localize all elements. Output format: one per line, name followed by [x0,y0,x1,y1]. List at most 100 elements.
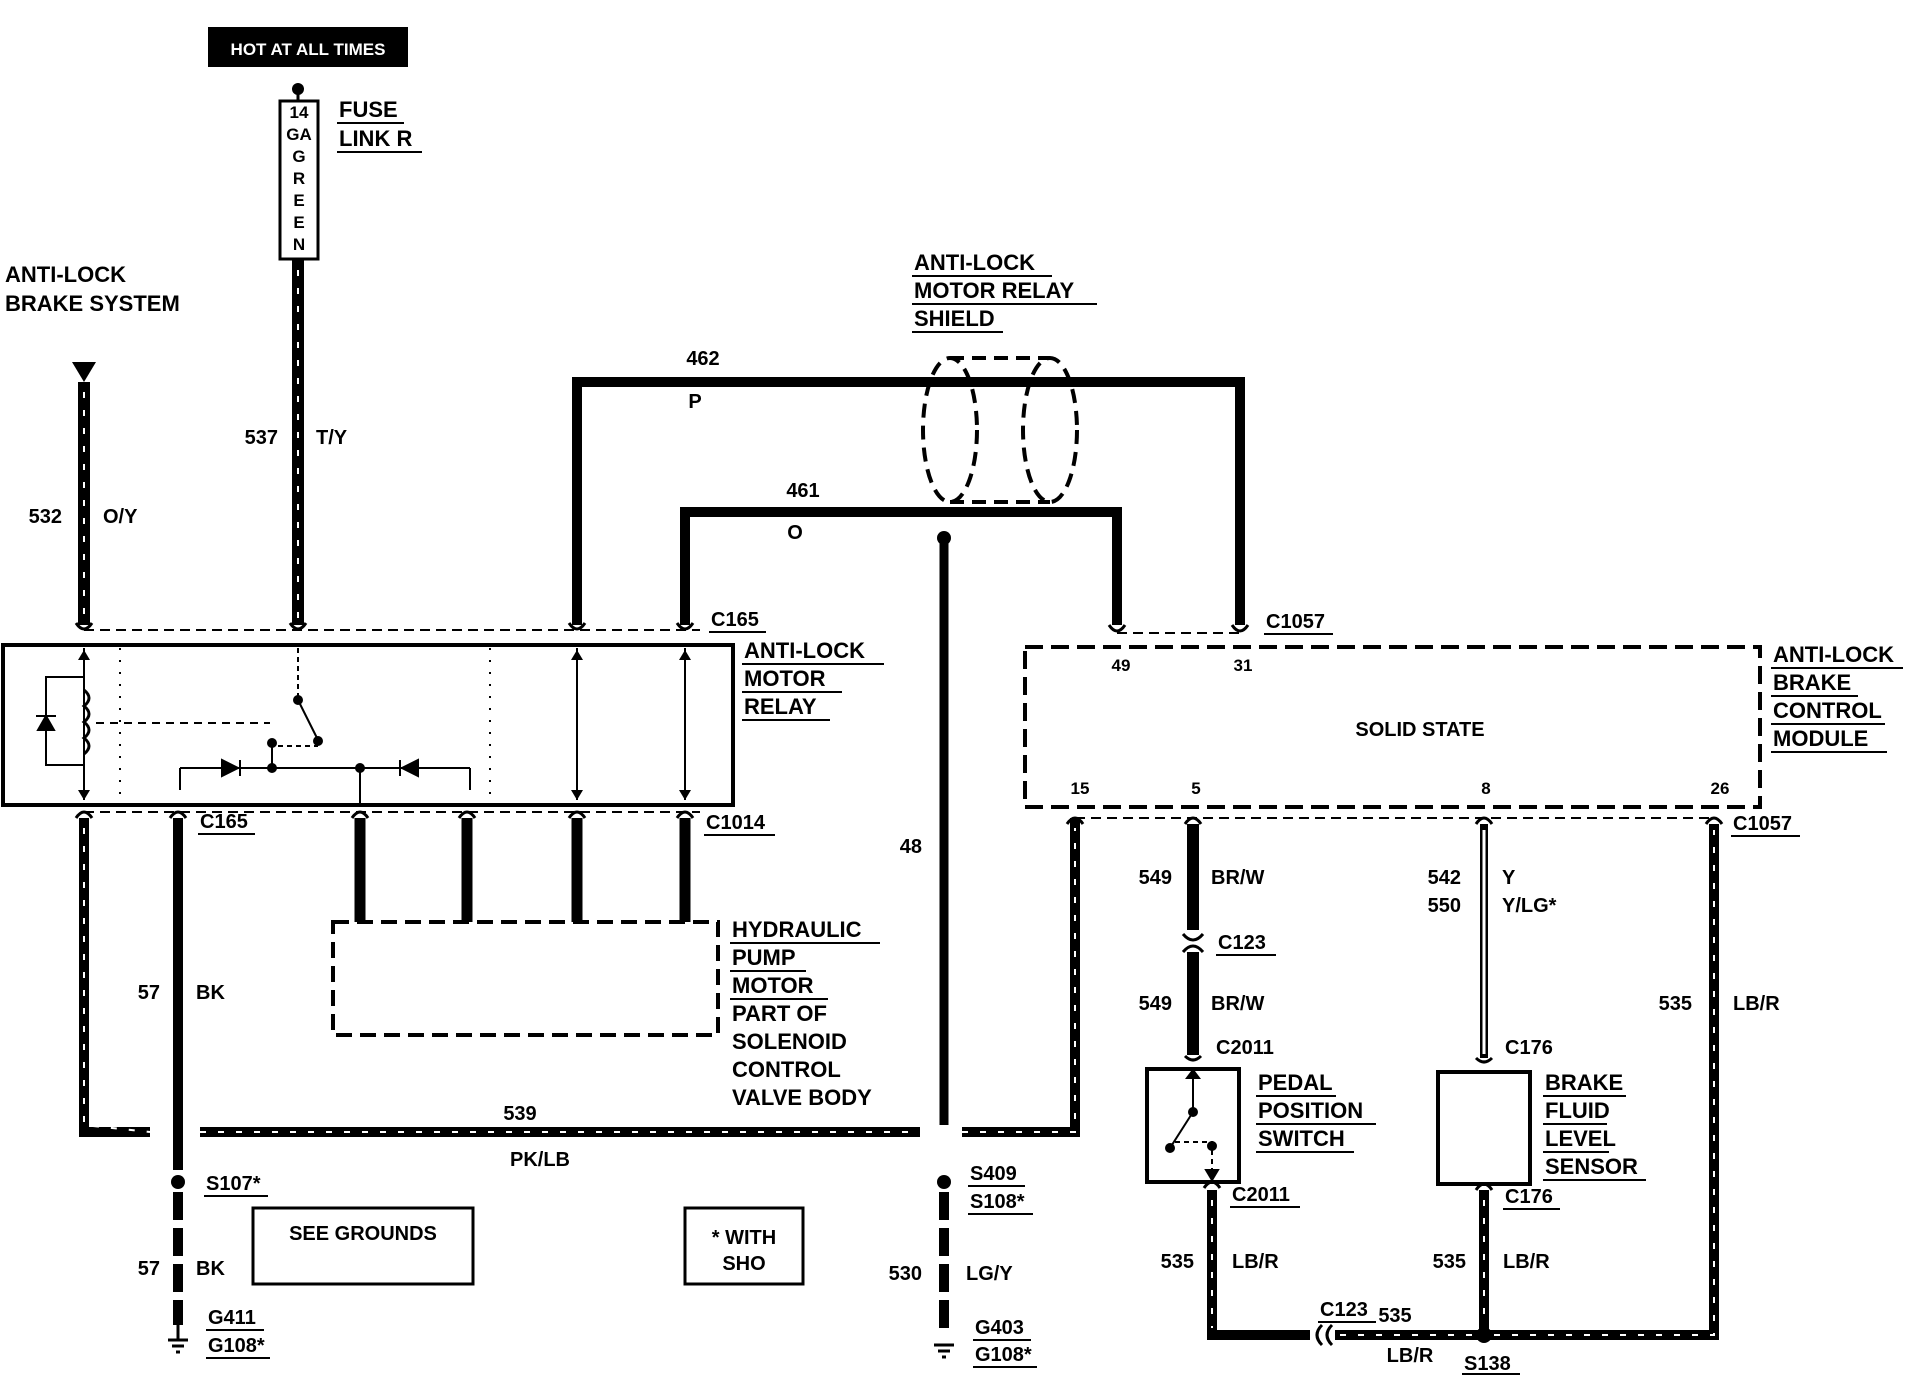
g108-label-a: G108* [208,1335,265,1357]
wire-535-color-d: LB/R [1733,993,1780,1015]
c1014-label: C1014 [706,812,766,834]
abs-connector-arrow [72,362,96,382]
fuse-label-2: LINK R [339,126,412,151]
fuse-text-7: N [293,235,305,254]
brake-fluid-level-sensor [1436,1070,1532,1186]
abs-label-2: BRAKE SYSTEM [5,291,180,316]
sensor-label-1: BRAKE [1545,1070,1623,1095]
pedal-label-2: POSITION [1258,1098,1363,1123]
pump-label-6: CONTROL [732,1057,841,1082]
wire-535-num-c: 535 [1378,1305,1411,1327]
g411-ground-icon [168,1325,188,1354]
module-center-label: SOLID STATE [1355,719,1484,741]
with-sho-line1: * WITH [712,1227,776,1249]
fuse-text-5: E [293,191,304,210]
sensor-label-3: LEVEL [1545,1126,1616,1151]
brake-control-module [1023,645,1762,809]
g108-label-b: G108* [975,1344,1032,1366]
wire-462-num: 462 [686,348,719,370]
pump-label-7: VALVE BODY [732,1085,872,1110]
s409-label: S409 [970,1163,1017,1185]
relay-label-2: MOTOR [744,666,826,691]
wire-539-left [79,818,150,1137]
module-label-1: ANTI-LOCK [1773,642,1894,667]
wire-542-color: Y [1502,867,1516,889]
pump-label-2: PUMP [732,945,796,970]
wire-530-color: LG/Y [966,1263,1013,1285]
module-label-3: CONTROL [1773,698,1882,723]
s107-label: S107* [206,1173,261,1195]
shield-label-3: SHIELD [914,306,995,331]
wire-57-color-a: BK [196,982,225,1004]
abs-label-1: ANTI-LOCK [5,262,126,287]
c165-top-label: C165 [711,609,759,631]
with-sho-box [683,1206,805,1286]
pedal-label-3: SWITCH [1258,1126,1345,1151]
c2011-label-a: C2011 [1216,1037,1274,1059]
wire-535-color-b: LB/R [1503,1251,1550,1273]
wire-535-color-c: LB/R [1387,1345,1434,1367]
module-pin-26: 26 [1711,779,1730,798]
wire-462 [572,377,1245,625]
fuse-text-1: 14 [290,103,309,122]
c1057-top-label: C1057 [1266,611,1325,633]
wire-57-num-b: 57 [138,1258,160,1280]
wire-537-num: 537 [245,427,278,449]
s138-label: S138 [1464,1353,1511,1375]
wire-57-num-a: 57 [138,982,160,1004]
c123-label-b: C123 [1320,1299,1368,1321]
c1057-bottom-label: C1057 [1733,813,1792,835]
wire-461-num: 461 [786,480,819,502]
module-pin-5: 5 [1191,779,1200,798]
wire-461-color: O [787,522,803,544]
wire-539-right [962,818,1080,1137]
motor-relay-shield [921,356,1079,504]
relay-label-1: ANTI-LOCK [744,638,865,663]
wire-461 [680,507,1122,625]
s107-splice [171,1175,185,1189]
module-label-2: BRAKE [1773,670,1851,695]
anti-lock-motor-relay [1,643,735,807]
sensor-label-4: SENSOR [1545,1154,1638,1179]
relay-label-3: RELAY [744,694,817,719]
relay-pin-arrows [78,650,691,800]
wire-535-color-a: LB/R [1232,1251,1279,1273]
wire-539-num: 539 [503,1103,536,1125]
pump-label-1: HYDRAULIC [732,917,862,942]
wire-532-color: O/Y [103,506,138,528]
wire-57-color-b: BK [196,1258,225,1280]
c165-top-pins [74,622,695,631]
wire-535-num-a: 535 [1161,1251,1194,1273]
wire-549-color-b: BR/W [1211,993,1264,1015]
wire-530-num: 530 [889,1263,922,1285]
wire-549-num-a: 549 [1139,867,1172,889]
pedal-label-1: PEDAL [1258,1070,1333,1095]
g403-label: G403 [975,1317,1024,1339]
hot-at-all-times-box [208,27,408,67]
sensor-label-2: FLUID [1545,1098,1610,1123]
fuse-text-6: E [293,213,304,232]
wire-535-num-d: 535 [1659,993,1692,1015]
hot-at-all-times-label: HOT AT ALL TIMES [231,40,386,59]
shield-label-2: MOTOR RELAY [914,278,1074,303]
c2011-label-b: C2011 [1232,1184,1290,1206]
pump-label-3: MOTOR [732,973,814,998]
module-pin-15: 15 [1071,779,1090,798]
g403-ground-icon [934,1343,954,1359]
see-grounds-box [251,1206,475,1286]
s108-label: S108* [970,1191,1025,1213]
module-pin-31: 31 [1234,656,1253,675]
c123-inline-connector [1315,1323,1334,1347]
pump-label-5: SOLENOID [732,1029,847,1054]
with-sho-line2: SHO [722,1253,765,1275]
wire-550-num: 550 [1428,895,1461,917]
fuse-text-2: GA [286,125,312,144]
wire-542-num: 542 [1428,867,1461,889]
s409-splice [937,1175,951,1189]
wire-537-color: T/Y [316,427,348,449]
shield-label-1: ANTI-LOCK [914,250,1035,275]
c176-label-a: C176 [1505,1037,1553,1059]
c165-bottom-label: C165 [200,811,248,833]
module-pin-8: 8 [1481,779,1490,798]
